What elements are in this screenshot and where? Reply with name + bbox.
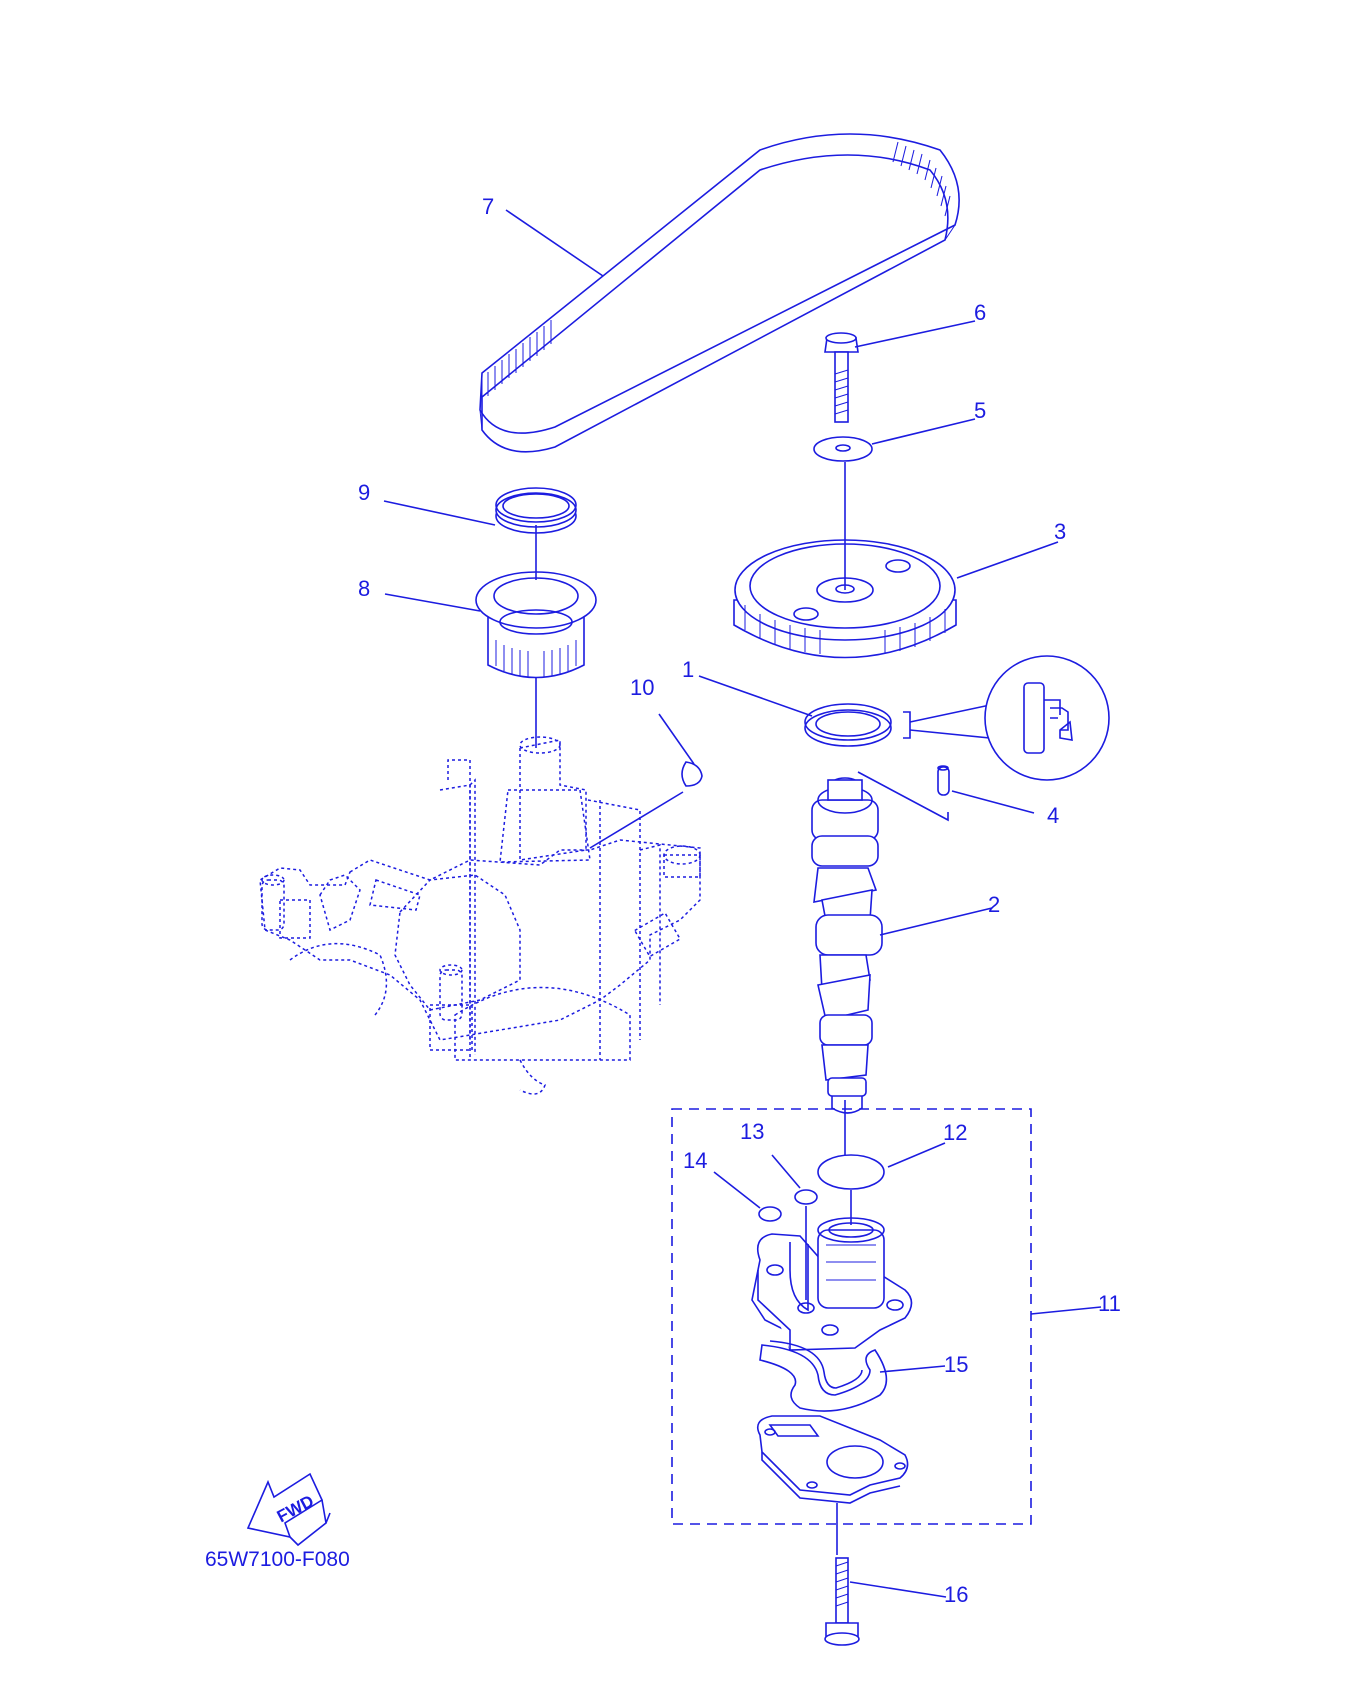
bushing-ring [495,487,577,534]
belt-teeth [487,141,951,396]
oil-pump-bolt [824,1557,860,1646]
callout-7: 7 [482,194,494,219]
oil-seal [804,703,996,747]
callout-5: 5 [974,398,986,423]
dowel-pin [937,765,950,796]
callout-15: 15 [944,1352,968,1377]
o-ring-large [817,1154,885,1190]
callout-14: 14 [683,1148,707,1173]
camshaft [811,777,883,1114]
callout-3: 3 [1054,519,1066,544]
oil-pump-gasket [759,1340,888,1412]
callout-11: 11 [1098,1291,1121,1316]
callout-10: 10 [630,675,654,700]
callout-1: 1 [682,657,694,682]
drive-pulley-gear [475,571,597,679]
o-ring-small-14 [758,1206,782,1222]
callout-13: 13 [740,1119,764,1144]
leader-lines [383,209,1102,1598]
callout-6: 6 [974,300,986,325]
callout-4: 4 [1047,803,1059,828]
callout-12: 12 [943,1120,967,1145]
fwd-arrow-icon: FWD [246,1472,331,1547]
pulley-bolt [824,332,859,423]
timing-belt [479,133,960,453]
assembly-axis-lines [535,462,949,1555]
woodruff-key [681,761,703,787]
callout-8: 8 [358,576,370,601]
pulley-washer [813,436,873,462]
crankcase-block [259,736,701,1095]
oil-pump-assembly-box [671,1108,1032,1525]
seal-detail-inset [984,655,1110,781]
callout-numbers: 1 2 3 4 5 6 7 8 9 10 11 12 13 14 15 16 [358,194,1121,1607]
oil-pump-cover [756,1415,909,1504]
callout-9: 9 [358,480,370,505]
callout-16: 16 [944,1582,968,1607]
oil-pump-body [751,1217,913,1351]
o-ring-small-13 [794,1189,818,1205]
diagram-code: 65W7100-F080 [205,1548,350,1571]
callout-2: 2 [988,892,1000,917]
